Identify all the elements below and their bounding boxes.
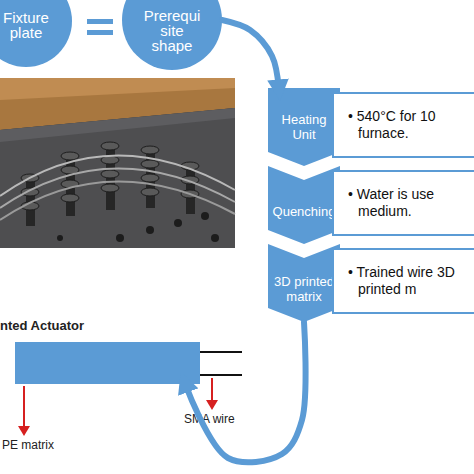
actuator-wires bbox=[200, 352, 242, 375]
fixture-photo bbox=[0, 78, 235, 248]
bullet-text: • 540°C for 10 furnace. bbox=[348, 108, 462, 142]
equals-sign bbox=[87, 19, 113, 35]
bolt bbox=[141, 146, 159, 208]
chevron-fill bbox=[268, 244, 340, 322]
process-circle: Prerequi site shape bbox=[122, 0, 222, 70]
bullet-text: • Trained wire 3D printed m bbox=[348, 264, 462, 298]
step-description: • 540°C for 10 furnace. bbox=[332, 92, 474, 158]
component-heading: nted Actuator bbox=[0, 318, 84, 333]
circle-fill bbox=[0, 0, 72, 67]
flow-arrow bbox=[185, 322, 305, 462]
part-label: PE matrix bbox=[2, 438, 54, 452]
plate-edge bbox=[0, 108, 235, 142]
bolt bbox=[101, 142, 119, 210]
step-chevron: Heating Unit bbox=[268, 88, 340, 166]
circle-fill bbox=[122, 0, 222, 70]
chevron-fill bbox=[268, 88, 340, 166]
sma-wire-sample bbox=[0, 181, 235, 220]
step-chevron: Quenching bbox=[268, 166, 340, 244]
node-label: Heating Unit bbox=[272, 112, 336, 142]
plate-hole bbox=[201, 212, 209, 220]
fixture-plate bbox=[0, 108, 235, 248]
flow-arrow bbox=[222, 20, 279, 88]
node-label: Quenching bbox=[272, 204, 336, 219]
callout-arrowhead bbox=[18, 426, 30, 436]
sma-wire-sample bbox=[0, 155, 235, 196]
photo-background bbox=[0, 78, 235, 248]
step-description: • Trained wire 3D printed m bbox=[332, 248, 474, 314]
callout-arrowhead bbox=[206, 400, 218, 410]
wire-lead bbox=[200, 351, 242, 353]
plate-hole bbox=[211, 234, 219, 242]
process-circle: Fixture plate bbox=[0, 0, 72, 67]
plate-hole bbox=[116, 234, 124, 242]
plate-hole bbox=[57, 235, 63, 241]
step-description: • Water is use medium. bbox=[332, 170, 474, 236]
plate-hole bbox=[146, 226, 154, 234]
node-label: 3D printed matrix bbox=[272, 274, 336, 304]
callout-arrow bbox=[211, 378, 213, 402]
plate-hole bbox=[174, 219, 182, 227]
equals-bar bbox=[87, 19, 113, 24]
bullet-text: • Water is use medium. bbox=[348, 186, 462, 220]
node-label: Prerequi site shape bbox=[141, 8, 203, 53]
callout-arrow bbox=[23, 386, 25, 428]
wood-highlight bbox=[0, 78, 235, 100]
node-label: Fixture plate bbox=[0, 10, 57, 40]
wire-lead bbox=[200, 374, 242, 376]
step-chevron: 3D printed matrix bbox=[268, 244, 340, 322]
actuator-body: nted Actuator bbox=[15, 342, 200, 384]
part-label: SMA wire bbox=[184, 412, 235, 426]
equals-bar bbox=[87, 30, 113, 35]
callout-arrows bbox=[18, 378, 218, 436]
sma-wire-sample bbox=[0, 168, 235, 208]
chevron-fill bbox=[268, 166, 340, 244]
